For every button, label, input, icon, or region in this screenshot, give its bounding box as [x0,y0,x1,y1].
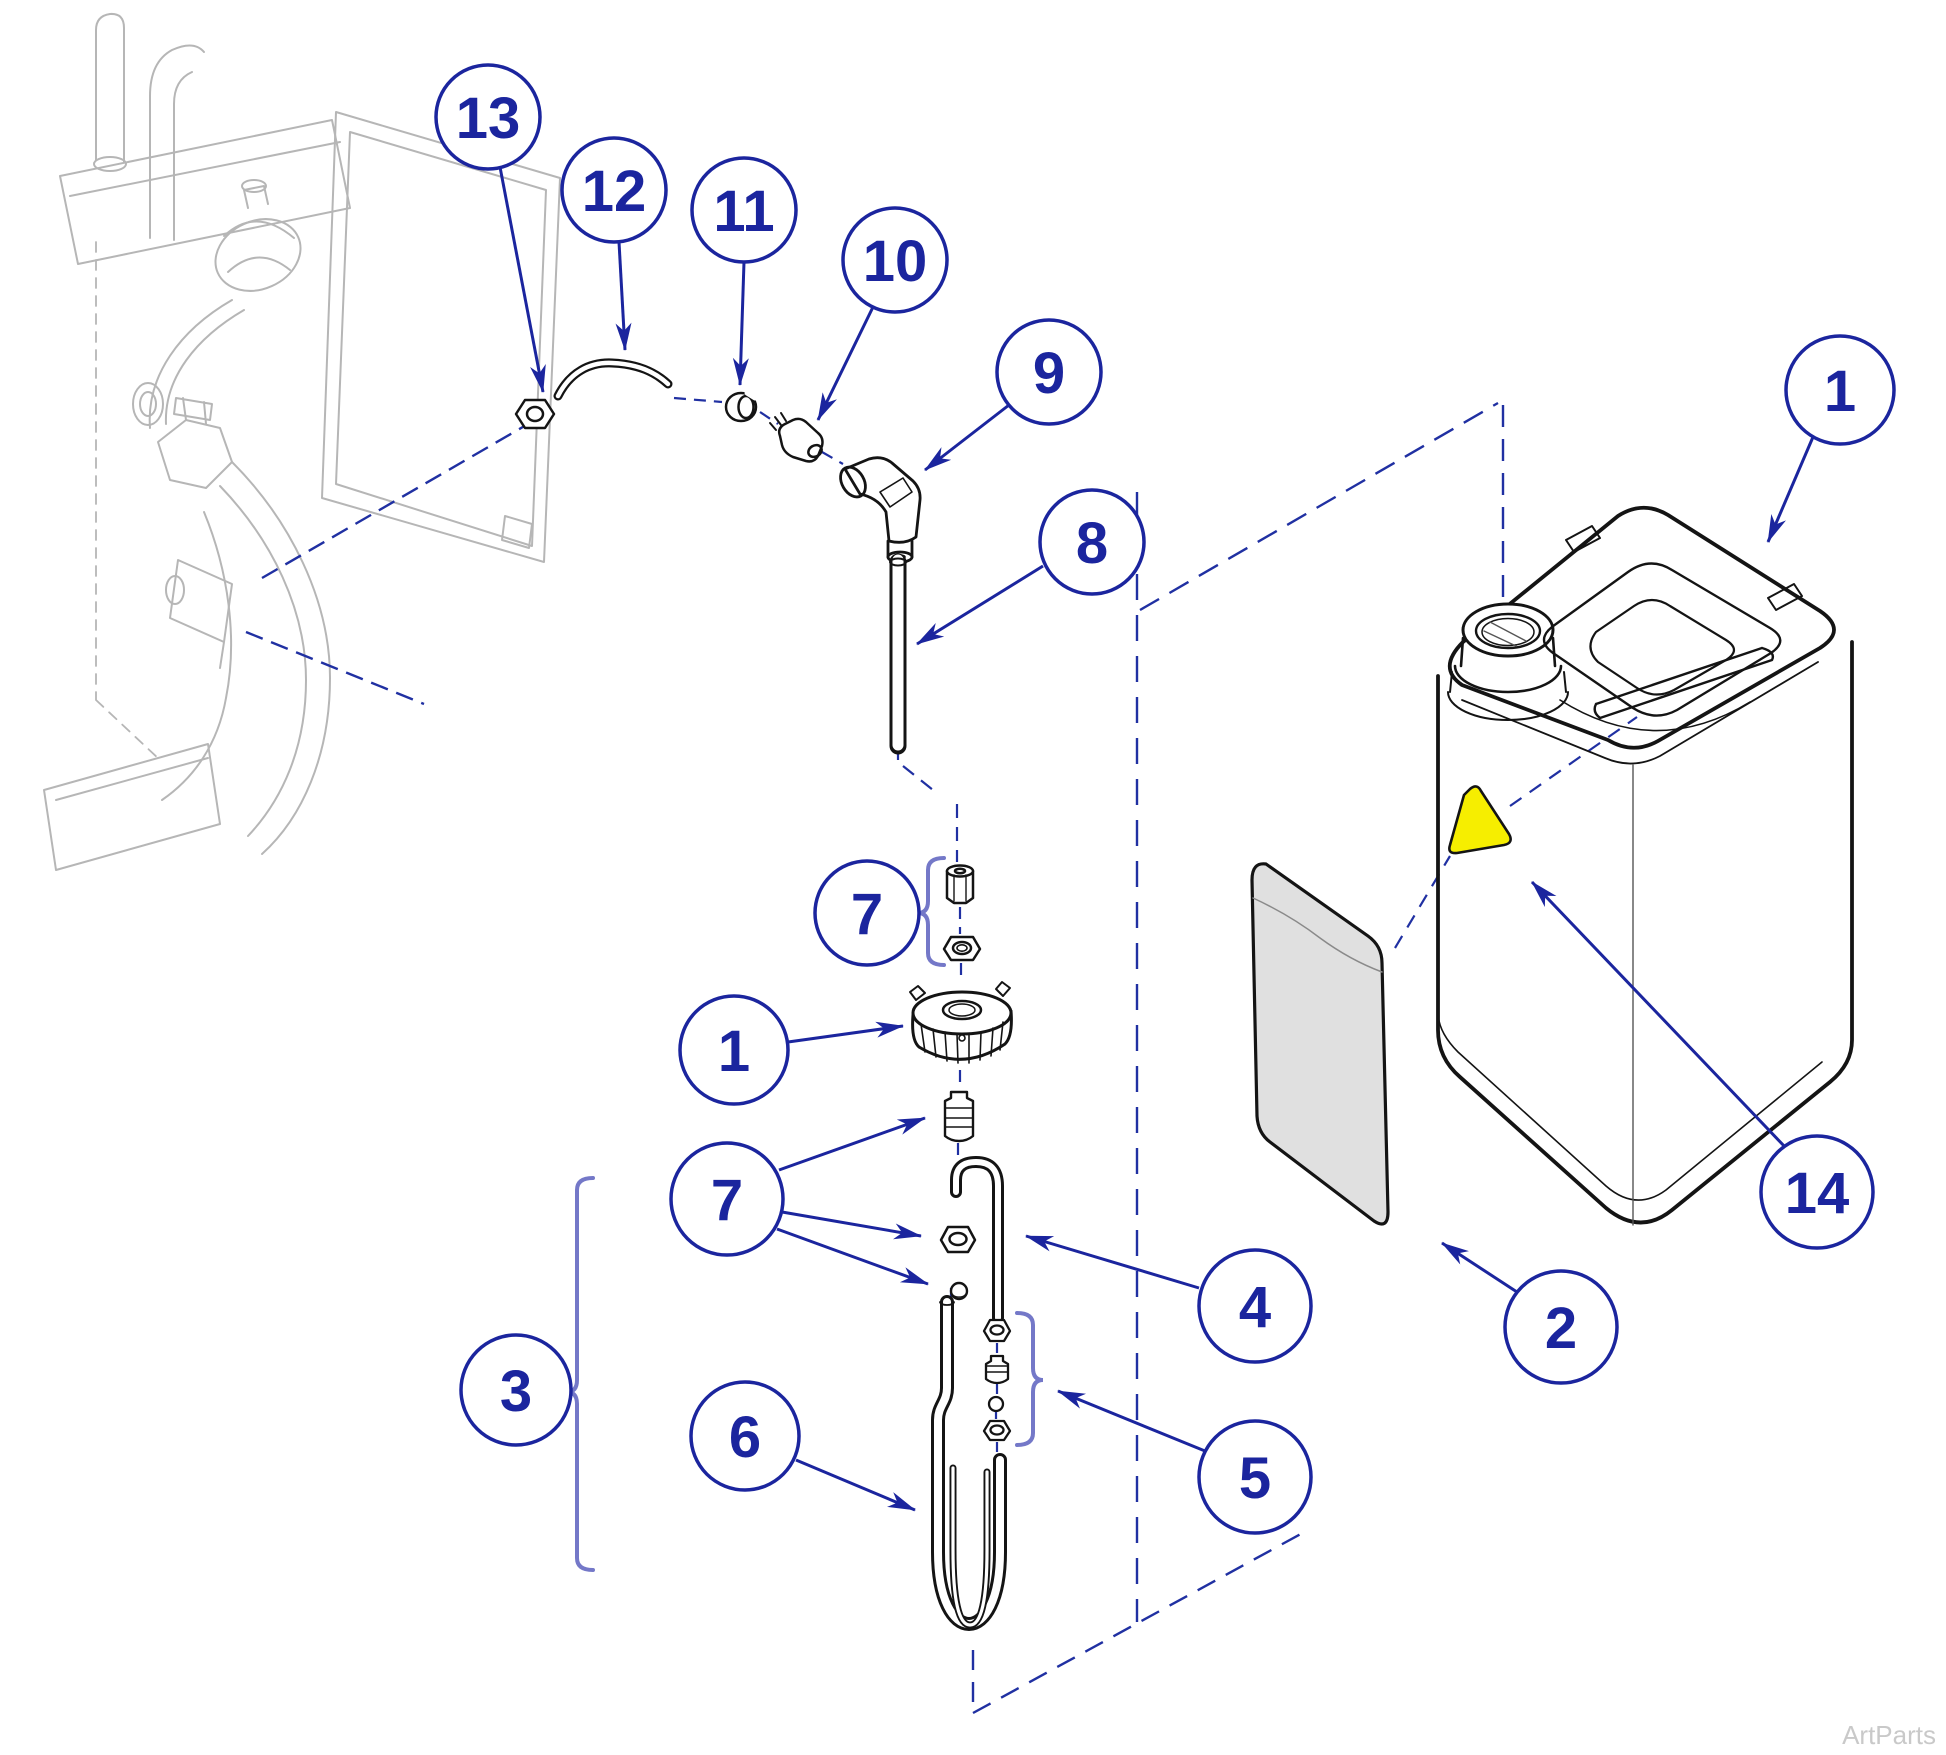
callout-circle [813,859,921,967]
part-hex-nut-7-lower [939,1225,977,1254]
callout-7: 7 [669,1116,929,1286]
leader-line [795,1458,916,1512]
callout-circle [995,318,1103,426]
part-bottle-cap-1 [909,981,1013,1064]
callout-number: 2 [1545,1296,1577,1361]
part-bent-tube-12 [553,358,673,401]
callout-number: 5 [1239,1446,1271,1511]
callout-5: 5 [1057,1389,1313,1535]
callout-circle [560,136,668,244]
callout-circle [1503,1269,1619,1385]
leader-line [778,1116,926,1172]
callout-number: 1 [718,1019,750,1084]
leader-line [787,1021,904,1044]
callout-circle [1197,1419,1313,1535]
callout-number: 4 [1239,1275,1271,1340]
leader-line [816,306,875,421]
callout-number: 9 [1033,341,1065,406]
callout-number: 8 [1076,511,1108,576]
callout-circle [459,1333,573,1447]
part-barb-fitting-7 [943,1090,975,1143]
part-hook-tube-4 [950,1156,1004,1324]
watermark-text: ArtParts [1842,1720,1936,1750]
callout-number: 6 [729,1405,761,1470]
callout-circle [1197,1248,1313,1364]
callout-circle [1784,334,1896,446]
part-hex-nut-7-upper [942,935,982,962]
callout-circle [1759,1134,1875,1250]
callout-3: 3 [459,1333,573,1447]
part-compression-nut-13 [514,398,556,430]
bottle-label-2 [1250,862,1390,1226]
callout-8: 8 [916,488,1146,646]
callout-12: 12 [560,136,668,351]
leader-line [615,241,632,351]
callout-number: 13 [456,86,521,151]
leader-line [1057,1389,1206,1453]
centerlines [245,396,1638,1715]
part-coupler-stack-5 [982,1318,1012,1442]
callout-9: 9 [924,318,1103,472]
callout-6: 6 [689,1380,916,1512]
callout-circle [841,206,949,314]
group-brace [917,856,946,967]
leader-line [916,564,1044,646]
leader-line [1766,436,1815,543]
callout-number: 3 [500,1359,532,1424]
part-supply-tube-8 [889,553,907,755]
callout-number: 7 [711,1168,743,1233]
callout-2: 2 [1441,1241,1619,1385]
leader-line [498,166,546,393]
callout-circle [669,1141,785,1257]
callout-number: 14 [1785,1161,1850,1226]
callout-number: 10 [863,229,928,294]
callout-13: 13 [434,63,546,393]
part-elbow-fitting-9 [839,456,922,564]
callout-circle [434,63,542,171]
part-water-bottle-1 [1436,505,1854,1226]
leader-line [1025,1234,1200,1290]
part-ferrule-ball-7 [949,1281,969,1301]
leader-line [781,1210,922,1240]
callout-number: 12 [582,159,647,224]
callout-14: 14 [1530,880,1875,1250]
warning-triangle-label-14 [1448,785,1512,855]
leader-line [1530,880,1788,1150]
callout-1: 1 [1766,334,1896,543]
callout-1: 1 [678,994,904,1106]
callout-circle [678,994,790,1106]
callout-circle [690,156,798,264]
part-hex-fitting-7-upper [945,864,975,905]
callout-number: 11 [713,179,774,244]
callout-7: 7 [813,859,921,967]
leader-line [924,403,1010,472]
part-ferrule-ring-11 [724,390,758,423]
callout-11: 11 [690,156,798,386]
callout-circle [689,1380,801,1492]
group-brace [1015,1311,1044,1447]
group-brace [566,1176,595,1572]
leader-line [1441,1241,1518,1294]
machinery-outline-background [43,12,561,871]
callout-circle [1038,488,1146,596]
callout-10: 10 [816,206,949,421]
part-straight-fitting-10 [769,412,824,463]
callouts-layer: 13 12 11 10 9 8 1 7 1 7 3 6 5 4 2 14 [434,63,1896,1535]
callout-4: 4 [1025,1234,1313,1364]
leader-line [732,261,749,386]
part-pickup-loop-tube-6 [931,1295,1007,1631]
callout-number: 1 [1824,359,1856,424]
callout-number: 7 [851,882,883,947]
leader-line [776,1227,929,1286]
